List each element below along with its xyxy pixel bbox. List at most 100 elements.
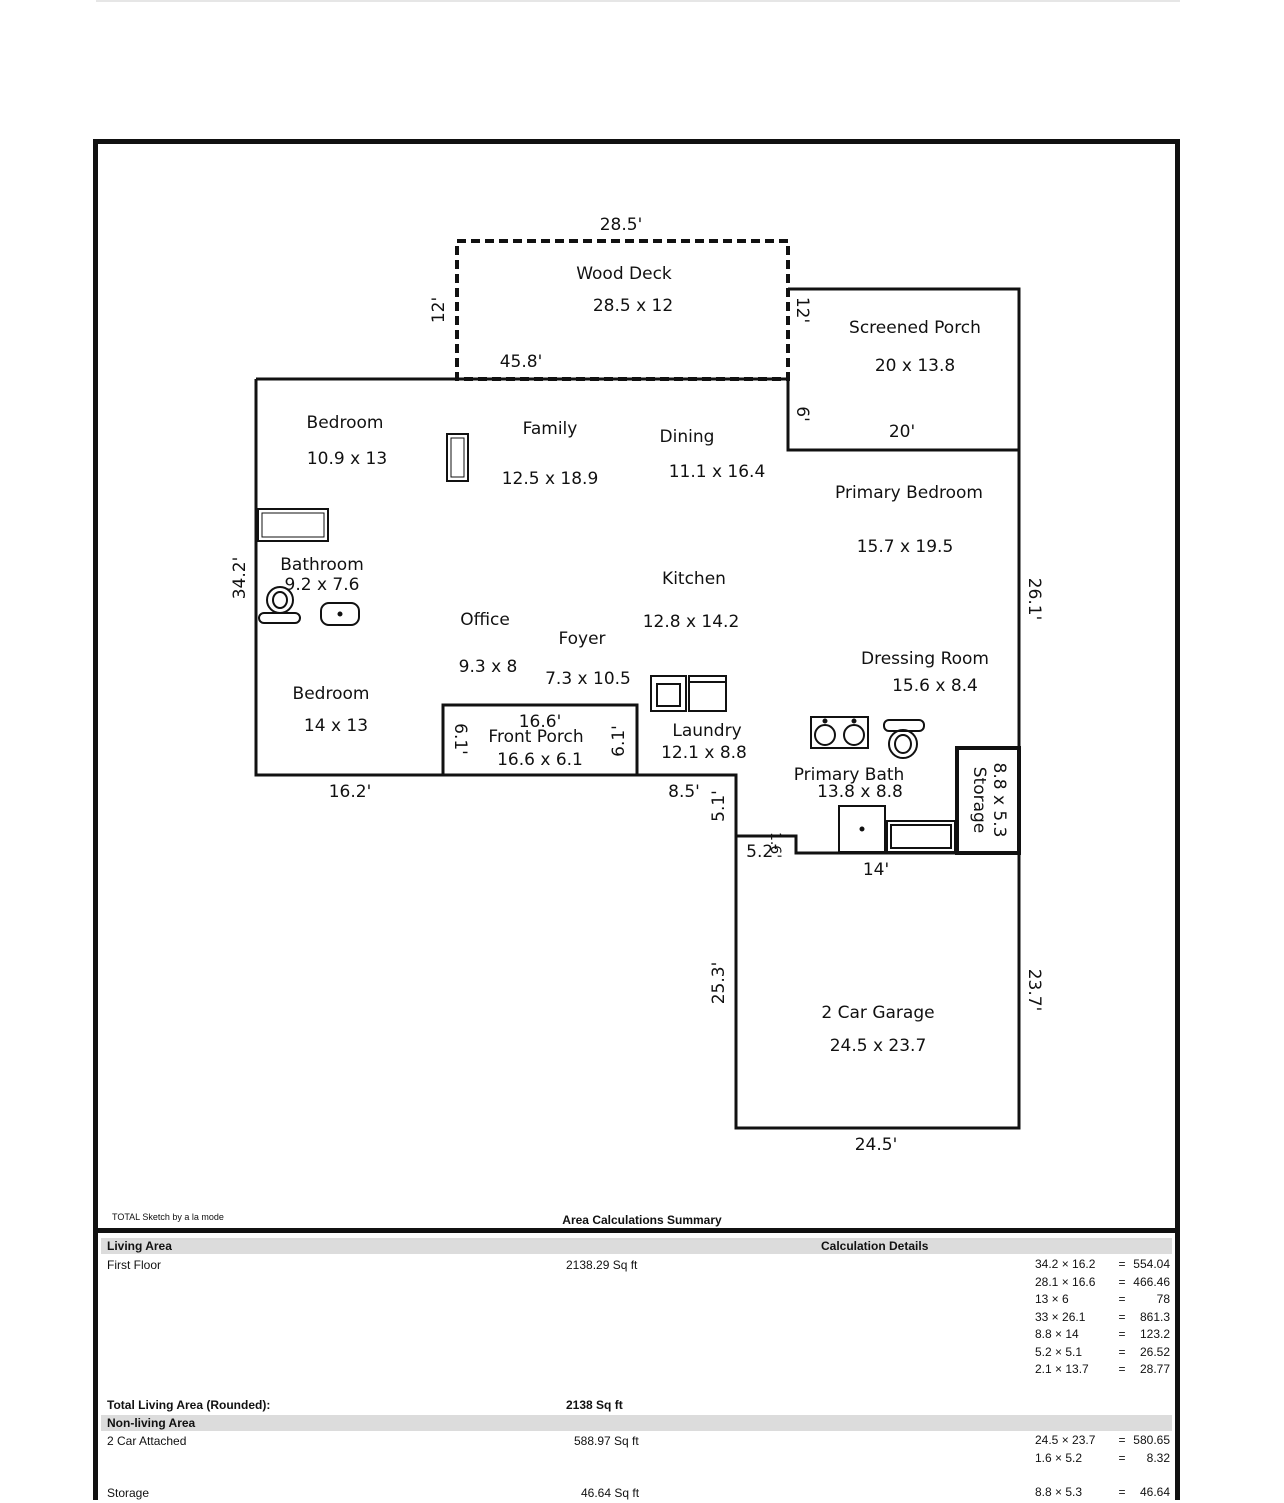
calculation-details-header: Calculation Details (821, 1239, 929, 1253)
room-size: 10.9 x 13 (307, 449, 387, 469)
calc-expr: 34.2 × 16.2 (1035, 1257, 1096, 1271)
fireplace-icon (446, 433, 469, 482)
calc-eq: = (1118, 1327, 1126, 1341)
room-name: Storage (969, 767, 989, 834)
calc-expr: 13 × 6 (1035, 1292, 1069, 1306)
calc-eq: = (1118, 1292, 1126, 1306)
calc-row: 1.6 × 5.2=8.32 (1035, 1451, 1170, 1469)
shower-icon (838, 805, 886, 853)
dimension: 16.6' (519, 712, 562, 732)
calc-val: 78 (1156, 1292, 1170, 1306)
room-name: Primary Bedroom (835, 483, 983, 503)
calc-eq: = (1118, 1362, 1126, 1376)
room-size: 16.6 x 6.1 (497, 750, 583, 770)
room-name: Kitchen (662, 569, 726, 589)
calc-val: 28.77 (1139, 1362, 1170, 1376)
room-size: 8.8 x 5.3 (989, 763, 1009, 838)
room-size: 9.3 x 8 (459, 657, 518, 677)
calc-row: 8.8 × 5.3 = 46.64 (1035, 1485, 1170, 1503)
room-name: Bathroom (280, 555, 364, 575)
software-credit: TOTAL Sketch by a la mode (112, 1212, 224, 1222)
room-size: 14 x 13 (304, 716, 368, 736)
calc-eq: = (1118, 1274, 1126, 1289)
garage-area: 588.97 Sq ft (574, 1434, 639, 1448)
room-size: 15.6 x 8.4 (892, 676, 978, 696)
calc-val: 580.65 (1133, 1433, 1170, 1447)
calc-row: 13 × 6 = 78 (1035, 1292, 1170, 1310)
nonliving-header-bar (101, 1415, 1172, 1431)
calc-expr: 28.1 × 16.6 (1035, 1274, 1096, 1289)
double-sink-icon (810, 716, 869, 749)
dimension: 16.2' (329, 782, 372, 802)
calc-val: 123.2 (1139, 1327, 1170, 1341)
calc-expr: 8.8 × 14 (1035, 1327, 1079, 1341)
calc-val: 46.64 (1139, 1485, 1170, 1499)
dimension: 1.6' (767, 832, 783, 858)
room-size: 12.1 x 8.8 (661, 743, 747, 763)
calc-row: 33 × 26.1=861.3 (1035, 1310, 1170, 1328)
storage-area: 46.64 Sq ft (581, 1486, 640, 1500)
dimension: 12' (792, 297, 812, 323)
dimension: 8.5' (668, 782, 700, 802)
calc-row: 28.1 × 16.6=466.46 (1035, 1275, 1170, 1293)
dimension: 45.8' (500, 352, 543, 372)
dimension: 6.1' (450, 723, 470, 755)
floor-plan: Wood Deck 28.5 x 12 Screened Porch 20 x … (230, 215, 1044, 1155)
dimension: 34.2' (230, 557, 250, 600)
primary-tub-icon (886, 820, 956, 853)
room-name: Dining (660, 427, 715, 447)
dimension: 24.5' (855, 1135, 898, 1155)
room-size: 11.1 x 16.4 (669, 462, 766, 482)
garage-label: 2 Car Attached (107, 1434, 187, 1448)
room-name: Laundry (672, 721, 741, 741)
calc-val: 26.52 (1139, 1344, 1170, 1359)
total-living-value: 2138 Sq ft (566, 1398, 623, 1412)
dimension-labels: 28.5' 12' 12' 45.8' 6' 20' 34.2' 26.1' 1… (230, 215, 1044, 1155)
bathtub-icon (257, 508, 329, 542)
room-size: 13.8 x 8.8 (817, 782, 903, 802)
calc-expr: 24.5 × 23.7 (1035, 1433, 1096, 1447)
living-area-header-bar (101, 1238, 1172, 1254)
room-name: Primary Bath (794, 765, 905, 785)
room-name: Office (460, 610, 510, 630)
room-size: 12.5 x 18.9 (502, 469, 599, 489)
dimension: 28.5' (600, 215, 643, 235)
sink-icon (320, 602, 360, 626)
living-area-header: Living Area (107, 1239, 172, 1253)
calc-expr: 2.1 × 13.7 (1035, 1362, 1089, 1376)
room-size: 12.8 x 14.2 (643, 612, 740, 632)
dimension: 26.1' (1024, 578, 1044, 621)
dimension: 14' (863, 860, 889, 880)
dimension: 6' (792, 406, 812, 422)
room-size: 7.3 x 10.5 (545, 669, 631, 689)
calc-expr: 33 × 26.1 (1035, 1309, 1086, 1324)
room-name: Family (523, 419, 578, 439)
calc-eq: = (1118, 1344, 1126, 1359)
room-name: Bedroom (307, 413, 384, 433)
dimension: 12' (429, 297, 449, 323)
calc-val: 861.3 (1139, 1309, 1170, 1324)
nonliving-header: Non-living Area (107, 1416, 196, 1430)
storage-calcs: 8.8 × 5.3 = 46.64 (1035, 1485, 1170, 1503)
room-name: Screened Porch (849, 318, 981, 338)
room-name: Foyer (558, 629, 605, 649)
calc-val: 554.04 (1133, 1257, 1170, 1271)
top-rule (96, 0, 1180, 2)
calc-eq: = (1118, 1485, 1126, 1499)
room-labels: Wood Deck 28.5 x 12 Screened Porch 20 x … (280, 264, 1009, 1056)
total-living-label: Total Living Area (Rounded): (107, 1398, 271, 1412)
sketch-frame (93, 139, 1180, 1500)
dimension: 5.1' (709, 790, 729, 822)
first-floor-area: 2138.29 Sq ft (566, 1258, 638, 1272)
calc-row: 34.2 × 16.2=554.04 (1035, 1257, 1170, 1275)
room-name: 2 Car Garage (821, 1003, 934, 1023)
calc-expr: 1.6 × 5.2 (1035, 1450, 1083, 1465)
primary-toilet-icon (883, 719, 925, 759)
summary-divider (93, 1228, 1180, 1233)
room-size: 9.2 x 7.6 (285, 575, 360, 595)
room-name: Bedroom (293, 684, 370, 704)
calc-expr: 8.8 × 5.3 (1035, 1485, 1083, 1499)
first-floor-label: First Floor (107, 1258, 161, 1272)
